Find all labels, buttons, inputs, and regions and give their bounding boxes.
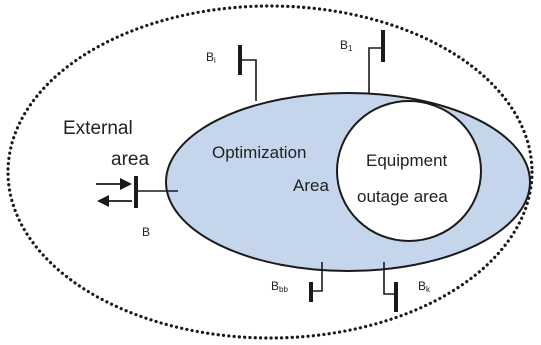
equipment-outage-label-line2: outage area bbox=[357, 187, 448, 206]
bus-b bbox=[96, 176, 178, 208]
bus-bi-line bbox=[240, 59, 257, 101]
bus-bk-label: Bk bbox=[418, 279, 431, 294]
export-arrow-head bbox=[97, 195, 109, 207]
equipment-outage-area bbox=[336, 100, 482, 242]
bus-b-label: B bbox=[142, 225, 150, 239]
bus-bi bbox=[238, 45, 257, 101]
import-arrow-head bbox=[120, 178, 132, 190]
bus-b1-line bbox=[368, 47, 383, 94]
bus-bi-label: Bi bbox=[206, 50, 216, 65]
bus-bbb-label: Bbb bbox=[271, 279, 288, 294]
bus-b1 bbox=[368, 30, 385, 94]
external-area-boundary bbox=[6, 4, 534, 340]
external-area-label-line1: External bbox=[63, 118, 133, 139]
bus-bbb bbox=[309, 262, 323, 302]
bus-bbb-line bbox=[311, 262, 323, 292]
bus-b1-label: B1 bbox=[340, 38, 353, 53]
optimization-area-label-line2: Area bbox=[293, 176, 329, 195]
optimization-area-label-line1: Optimization bbox=[212, 143, 306, 162]
bus-bk-line bbox=[383, 262, 396, 295]
bus-bk bbox=[383, 262, 398, 312]
external-area-label-line2: area bbox=[111, 149, 149, 170]
equipment-outage-label-line1: Equipment bbox=[366, 151, 448, 170]
